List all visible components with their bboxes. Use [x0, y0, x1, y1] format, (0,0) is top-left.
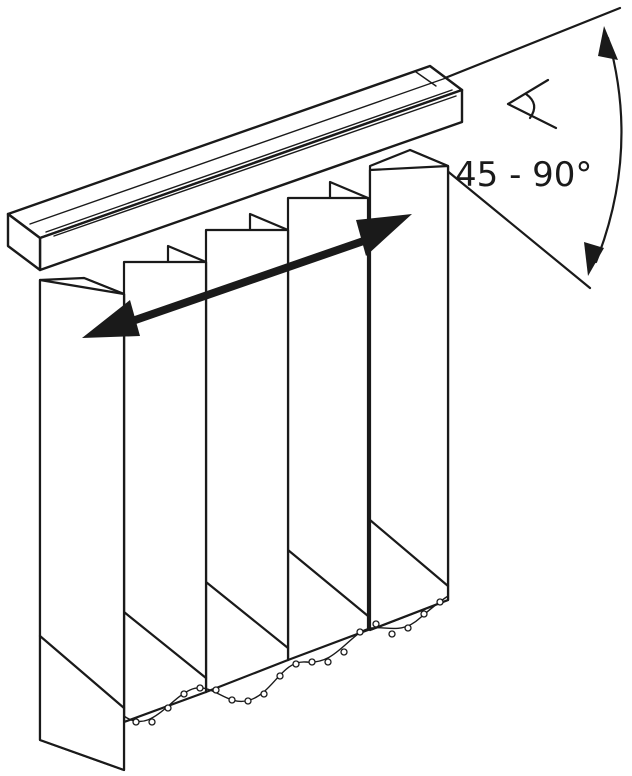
vane-4 — [286, 180, 370, 662]
angle-upper-line — [443, 6, 622, 80]
double-arrow-icon — [82, 214, 412, 338]
bottom-chain — [123, 595, 449, 726]
angle-lower-line — [438, 163, 592, 290]
angle-label: 45 - 90° — [455, 155, 592, 195]
vane-5 — [368, 148, 450, 632]
vane-1 — [38, 276, 126, 772]
vane-2 — [122, 244, 208, 724]
vane-3 — [204, 212, 290, 694]
headrail — [6, 64, 464, 272]
eye-icon — [506, 78, 558, 130]
curved-double-arrow-icon — [584, 26, 623, 276]
